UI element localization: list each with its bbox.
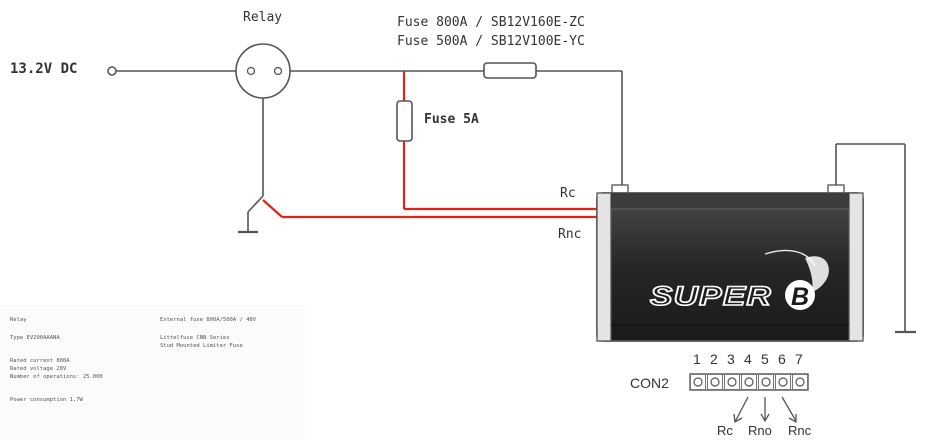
supply-voltage-label: 13.2V DC — [10, 61, 78, 77]
relay-spec-heading: Relay — [10, 317, 27, 323]
relay-symbol — [235, 43, 291, 99]
spec-info-box: Relay Type EV200AAANA Rated current 800A… — [0, 305, 305, 440]
con2-label: CON2 — [630, 375, 669, 391]
con2-rc-label: Rc — [717, 423, 733, 438]
small-fuse-label: Fuse 5A — [424, 112, 479, 127]
relay-spec-type: Type EV200AAANA — [10, 335, 60, 341]
ground-switch-symbol — [238, 195, 264, 234]
small-fuse — [396, 100, 413, 142]
relay-label: Relay — [243, 10, 283, 25]
battery-logo-badge-letter: B — [791, 283, 809, 311]
battery — [596, 184, 864, 342]
con2-pin-number: 3 — [727, 351, 735, 367]
relay-spec-power: Power consumption 1,7W — [10, 397, 83, 403]
fuse-spec-series: Littelfuse CNN Series — [160, 335, 230, 341]
con2-arrows — [733, 396, 797, 424]
negative-wire — [835, 143, 916, 334]
fuse-spec-type: Stud Mounted Limiter Fuse — [160, 343, 243, 349]
con2-pin-number: 7 — [795, 351, 803, 367]
con2-pin-number: 5 — [761, 351, 769, 367]
rnc-red-wire — [262, 199, 283, 218]
main-fuse-label-1: Fuse 800A / SB12V160E-ZC — [397, 15, 585, 30]
con2-connector — [689, 373, 809, 391]
con2-pin-number: 4 — [744, 351, 752, 367]
con2-rno-label: Rno — [748, 423, 772, 438]
con2-pin-number: 2 — [710, 351, 718, 367]
rnc-label: Rnc — [558, 227, 582, 242]
relay-spec-voltage: Rated voltage 28V — [10, 366, 67, 372]
relay-spec-operations: Number of operations: 25.000 — [10, 374, 103, 380]
fuse-spec-heading: External fuse 800A/500A / 48V — [160, 317, 257, 323]
battery-logo-text: SUPER — [650, 281, 772, 311]
con2-pin-number: 6 — [778, 351, 786, 367]
rc-label: Rc — [560, 186, 576, 201]
battery-logo-badge — [785, 280, 815, 310]
con2-pin-number: 1 — [693, 351, 701, 367]
main-fuse — [483, 62, 537, 79]
relay-spec-current: Rated current 800A — [10, 358, 70, 364]
supply-terminal — [107, 66, 117, 76]
main-fuse-label-2: Fuse 500A / SB12V100E-YC — [397, 34, 585, 49]
con2-rnc-label: Rnc — [788, 423, 812, 438]
